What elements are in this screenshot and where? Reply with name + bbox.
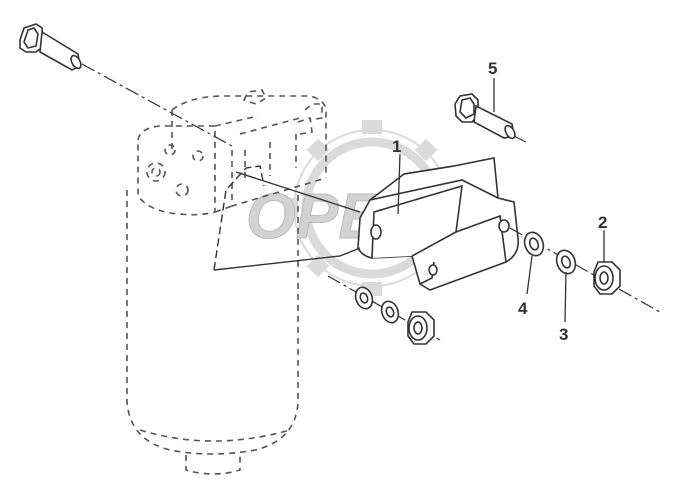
callout-1: 1 <box>392 137 401 156</box>
filter-housing-outline <box>126 89 327 475</box>
flat-washer-part-4 <box>523 231 545 257</box>
bracket-part-1 <box>357 157 520 291</box>
centerline-upper-bolt <box>81 63 233 147</box>
upper-bolt <box>19 23 82 71</box>
leader-lines <box>397 78 605 323</box>
centerline-bolt-5 <box>513 135 527 143</box>
lower-lock-washer <box>380 300 400 324</box>
lock-washer-part-3 <box>555 249 577 275</box>
callout-2: 2 <box>598 213 607 232</box>
bolt-part-5 <box>454 93 516 140</box>
hex-nut-part-2 <box>593 261 621 295</box>
leader-1 <box>397 153 401 215</box>
callout-4: 4 <box>518 299 528 318</box>
callout-5: 5 <box>488 59 497 78</box>
mounting-strap-outline <box>213 165 361 271</box>
callout-3: 3 <box>559 325 568 344</box>
lower-hex-nut <box>407 311 435 345</box>
lower-flat-washer <box>354 286 374 310</box>
leader-4 <box>526 255 533 295</box>
leader-3 <box>564 271 567 323</box>
callout-labels: 1 2 3 4 5 <box>392 59 607 344</box>
